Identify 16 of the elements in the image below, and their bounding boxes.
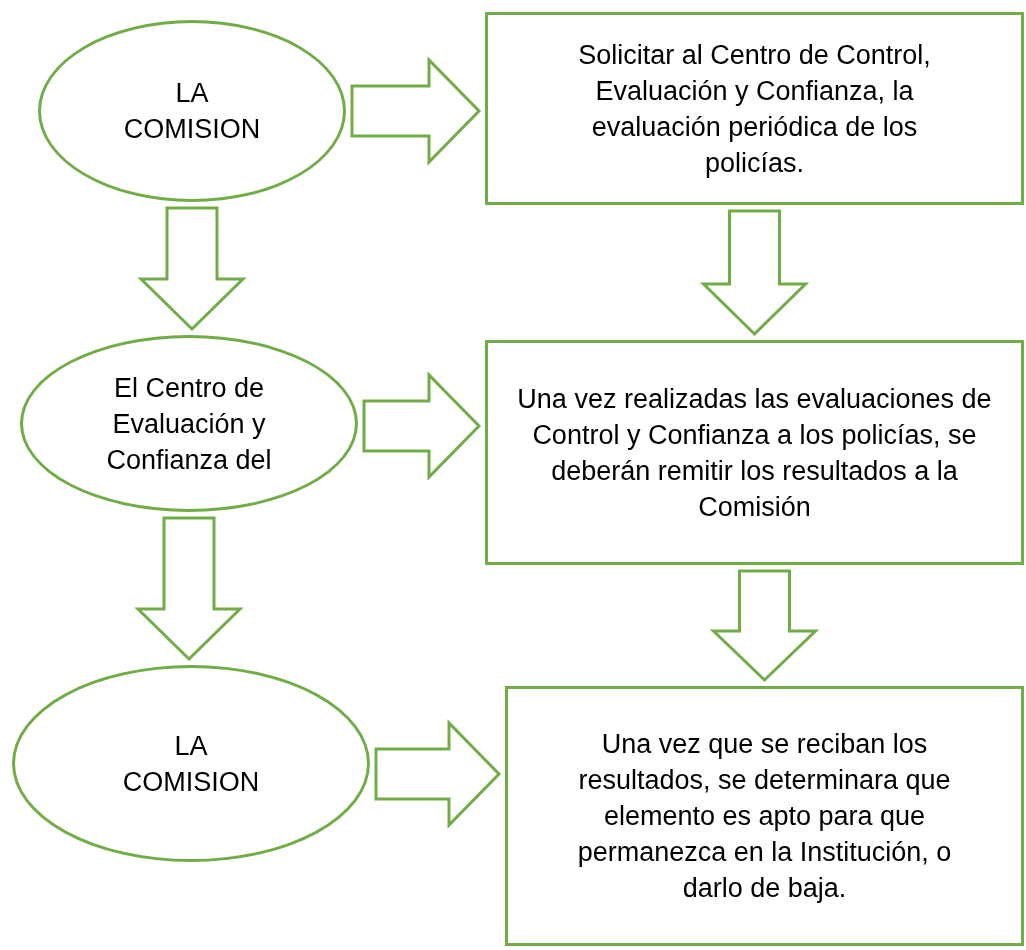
block-arrow [134,516,244,662]
block-arrow [699,209,810,337]
block-arrow [350,56,482,166]
node-text: LA COMISION [122,77,262,146]
node-text: Una vez realizadas las evaluaciones de Control y Confianza a los policías, se deberán remitir los resultados a la Comisión [516,382,993,524]
block-arrow [374,719,502,829]
block-arrow [362,371,482,481]
block-arrow [709,569,820,683]
node-text: Una vez que se reciban los resultados, se determinara que elemento es apto para que permanezca en la Institución, o darlo de baja. [576,728,953,905]
node-text: LA COMISION [121,729,261,799]
node-text: El Centro de Evaluación y Confianza del [105,371,273,477]
process-box [485,340,1024,565]
block-arrow [137,206,247,332]
process-box [505,686,1024,946]
node-text: Solicitar al Centro de Control, Evaluación y Confianza, la evaluación periódica de los policías. [577,38,932,180]
process-box [485,12,1024,205]
